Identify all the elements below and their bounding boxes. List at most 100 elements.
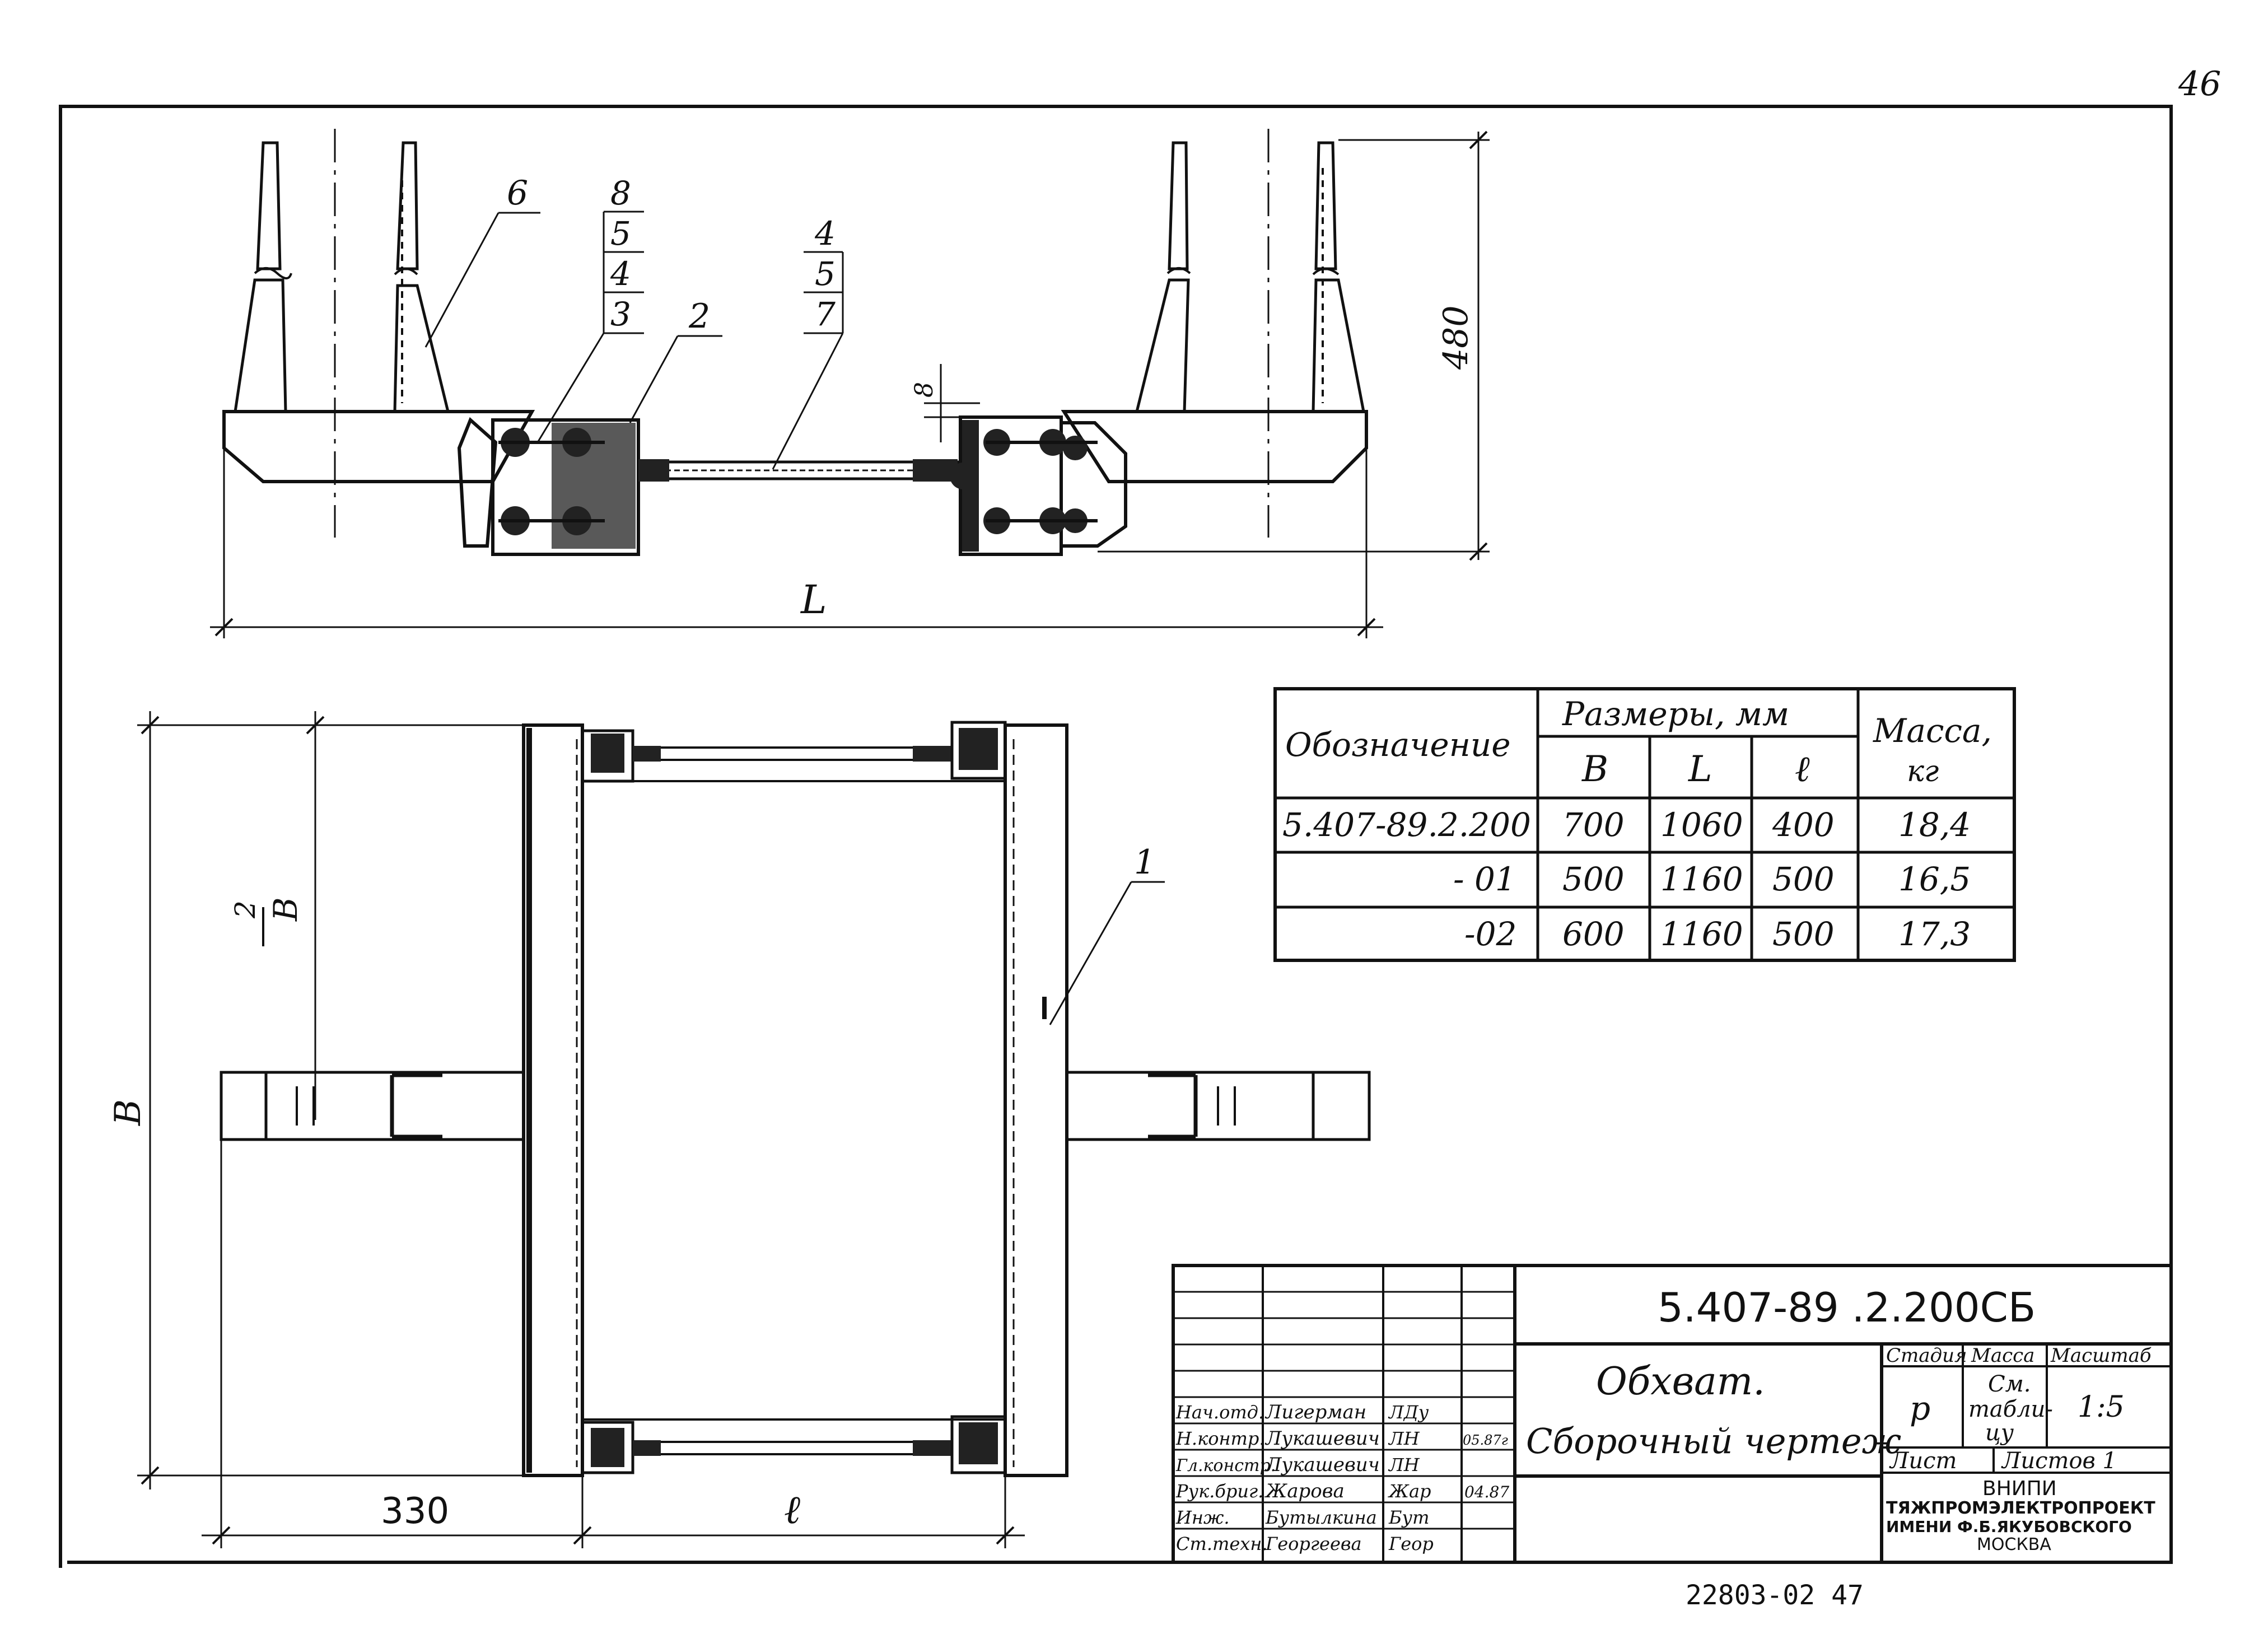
th-mass-1: Масса, [1873,712,1992,750]
left-channel-beam [522,723,584,1477]
top-view: 480 8 L 6 [210,129,1490,638]
doc-code: 5.407-89 .2.200СБ [1658,1284,2036,1331]
gap-8-label: 8 [910,382,939,398]
right-clamp-beam [1061,410,1368,483]
page-number: 46 [2178,64,2221,104]
dim-330-label: 330 [381,1491,449,1532]
cell-l: 1160 [1660,860,1743,898]
col-mass: Масса [1971,1344,2034,1367]
bottom-dimensions: 330 ℓ [202,1140,1025,1548]
inner-opening [581,780,1006,1421]
sig-role: Н.контр. [1175,1428,1265,1449]
table-row: - 01 500 1160 500 16,5 [1453,860,1971,898]
half-b-numerator: B [267,897,305,922]
th-b: B [1581,749,1608,790]
callout-stack-b: 4 5 7 [772,214,844,470]
sig-date: 05.87г [1463,1432,1508,1448]
th-designation: Обозначение [1285,726,1511,764]
sig-sign: Геор [1388,1533,1434,1554]
sig-sign: Жар [1388,1481,1431,1502]
title-line-1: Обхват. [1596,1360,1765,1404]
height-dimension: 480 [1098,130,1490,561]
signature-row: Гл.констр. Лукашевич ЛН [1175,1454,1420,1476]
left-clamp-beam [222,410,535,483]
spec-table: Обозначение Размеры, мм Масса, кг B L ℓ … [1273,687,2016,962]
callout-2-label: 2 [688,297,710,336]
title-line-2: Сборочный чертеж [1526,1421,1901,1461]
cell-l: 1160 [1660,915,1743,953]
sig-role: Инж. [1175,1507,1230,1528]
signature-row: Нач.отд. Лигерман ЛДу [1175,1401,1429,1423]
right-channel-beam [1004,723,1068,1477]
cell-l: 1060 [1660,806,1743,844]
mass-value-3: цу [1985,1420,2014,1446]
title-block: 5.407-89 .2.200СБ Обхват. Сборочный черт… [1172,1264,2173,1564]
signature-row: Рук.бриг. Жарова Жар 04.87 [1175,1480,1509,1502]
callout-7b-label: 7 [815,295,836,333]
sig-name: Лукашевич [1264,1454,1380,1476]
callout-6-label: 6 [507,174,528,213]
right-post-pair [1135,141,1366,413]
callout-stack-a: 8 5 4 3 [536,174,644,443]
sig-role: Ст.техн. [1176,1533,1268,1554]
cell-designation: -02 [1464,915,1516,953]
callout-3-label: 3 [610,295,631,333]
gap-dimension: 8 [910,364,980,442]
tie-rod [637,459,959,482]
half-b-dimension: B 2 [229,711,325,1120]
org-line-1: ВНИПИ [1982,1477,2057,1500]
cell-ls: 500 [1772,860,1835,898]
org-line-2: ТЯЖПРОМЭЛЕКТРОПРОЕКТ [1886,1498,2155,1518]
cell-b: 600 [1562,915,1625,953]
sig-sign: ЛН [1388,1454,1420,1475]
scale-value: 1:5 [2078,1390,2125,1424]
callout-2: 2 [629,297,722,423]
sig-name: Лигерман [1264,1401,1366,1423]
left-post-pair [234,141,450,413]
archive-number: 22803-02 47 [1686,1580,1864,1611]
sig-role: Нач.отд. [1175,1402,1264,1423]
th-lsmall: ℓ [1795,749,1810,790]
table-row: -02 600 1160 500 17,3 [1464,915,1971,953]
callout-1: 1 [1049,843,1165,1025]
stage-value: р [1910,1389,1930,1427]
th-sizes: Размеры, мм [1562,695,1789,733]
cell-designation: - 01 [1453,860,1516,898]
sig-sign: Бут [1388,1507,1429,1528]
callout-5b-label: 5 [815,255,836,293]
b-dimension: B [108,711,524,1489]
length-dimension: L [210,448,1383,638]
sig-sign: ЛДу [1388,1402,1429,1423]
drawing-frame [59,105,2173,1568]
sig-name: Лукашевич [1264,1427,1380,1450]
sig-name: Георгеева [1265,1533,1362,1554]
col-scale: Масштаб [2050,1344,2152,1367]
sig-name: Жарова [1264,1480,1345,1502]
height-480-label: 480 [1436,305,1476,370]
callout-5-label: 5 [610,214,631,253]
cell-mass: 16,5 [1898,860,1971,898]
th-mass-2: кг [1907,755,1939,788]
left-horizontal-post [220,1071,525,1141]
right-clamp-assembly [950,415,1127,556]
left-clamp-assembly [457,417,640,556]
plan-top-rod [581,721,1007,783]
sig-role: Гл.констр. [1175,1456,1276,1475]
right-horizontal-post [1065,1071,1371,1141]
mass-value-2: табли- [1968,1397,2053,1422]
callout-4-label: 4 [610,255,631,293]
callout-1-label: 1 [1134,843,1155,882]
signature-row: Ст.техн. Георгеева Геор [1176,1533,1434,1554]
sig-role: Рук.бриг. [1175,1481,1263,1502]
dim-lsmall-label: ℓ [784,1487,800,1533]
cell-b: 700 [1562,806,1625,844]
org-line-4: МОСКВА [1977,1535,2051,1554]
signature-row: Н.контр. Лукашевич ЛН 05.87г [1175,1427,1508,1450]
org-line-3: ИМЕНИ Ф.Б.ЯКУБОВСКОГО [1886,1517,2132,1536]
sheets-label: Листов 1 [2001,1448,2117,1474]
cell-ls: 400 [1772,806,1835,844]
sig-sign: ЛН [1388,1428,1420,1449]
cell-b: 500 [1562,860,1625,898]
callout-4b-label: 4 [814,214,836,253]
